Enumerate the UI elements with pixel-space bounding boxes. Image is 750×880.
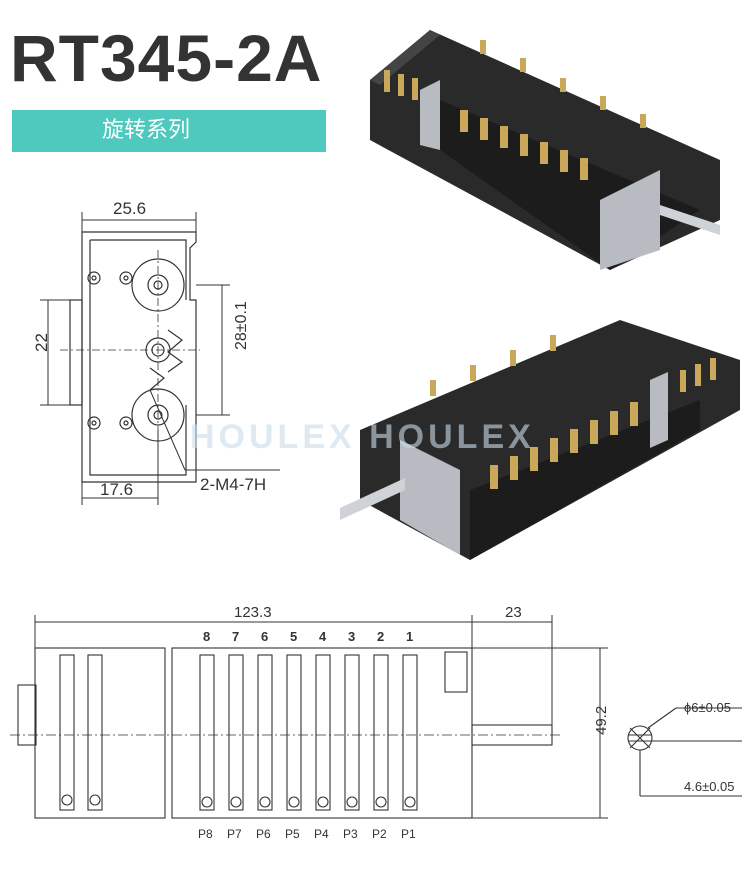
shaft-flat-label: 4.6±0.05: [684, 779, 735, 794]
switch-photo-top: [370, 30, 720, 270]
watermark: HOULEX HOULEX: [190, 418, 535, 456]
switch-photo-bottom: [340, 320, 740, 560]
contact-number: 3: [348, 629, 355, 644]
terminal-label: P1: [401, 827, 416, 841]
terminal-labels: P8 P7 P6 P5 P4 P3 P2 P1: [198, 827, 416, 841]
contact-number: 5: [290, 629, 297, 644]
front-height-label: 22: [32, 333, 51, 352]
terminal-label: P5: [285, 827, 300, 841]
terminal-label: P4: [314, 827, 329, 841]
contact-number: 8: [203, 629, 210, 644]
terminal-label: P8: [198, 827, 213, 841]
shaft-length-label: 23: [505, 604, 522, 621]
contact-number: 2: [377, 629, 384, 644]
contact-number: 4: [319, 629, 327, 644]
terminal-label: P7: [227, 827, 242, 841]
front-thread-label: 2-M4-7H: [200, 475, 266, 494]
contact-numbers: 8 7 6 5 4 3 2 1: [203, 629, 413, 644]
terminal-label: P6: [256, 827, 271, 841]
contact-number: 7: [232, 629, 239, 644]
terminal-label: P3: [343, 827, 358, 841]
front-width-label: 25.6: [113, 199, 146, 218]
shaft-detail: [627, 707, 742, 797]
front-offset-label: 17.6: [100, 480, 133, 499]
series-banner: 旋转系列: [12, 110, 326, 152]
contact-number: 1: [406, 629, 413, 644]
side-view-drawing: [10, 647, 560, 819]
side-length-label: 123.3: [234, 604, 272, 621]
front-hole-spacing-label: 28±0.1: [233, 301, 250, 350]
side-height-label: 49.2: [593, 706, 610, 735]
front-view-drawing: [60, 231, 200, 483]
product-title: RT345-2A: [10, 21, 323, 95]
front-view-dimensions: [40, 212, 280, 505]
shaft-diameter-label: ϕ6±0.05: [684, 700, 731, 715]
terminal-label: P2: [372, 827, 387, 841]
side-view-dimensions: [34, 615, 608, 819]
contact-number: 6: [261, 629, 268, 644]
